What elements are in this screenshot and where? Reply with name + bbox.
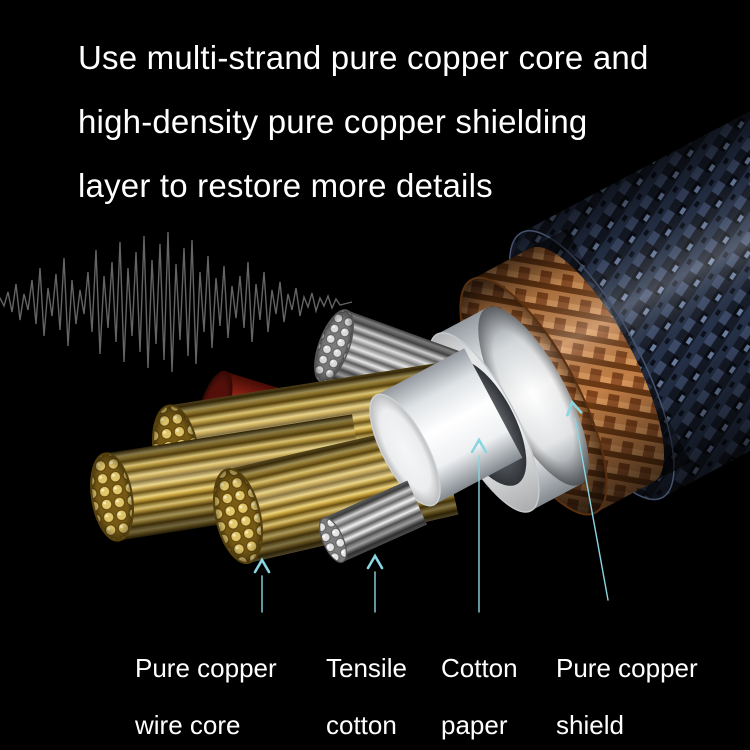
tensile-cotton-strands-bottom <box>319 480 427 563</box>
pointer-arrow-tensile-cotton-icon <box>366 553 384 613</box>
headline-line-1: Use multi-strand pure copper core and <box>78 39 649 76</box>
inner-insulation-core <box>369 348 523 507</box>
pointer-arrow-wire-core-icon <box>253 557 271 613</box>
sound-wave-icon <box>0 231 353 373</box>
headline: Use multi-strand pure copper core and hi… <box>78 26 649 218</box>
label-line: Pure copper <box>556 653 698 683</box>
pointer-arrow-cotton-paper-icon <box>470 437 488 613</box>
label-cotton-paper: Cotton paper <box>441 640 518 750</box>
label-tensile-cotton: Tensile cotton <box>326 640 407 750</box>
label-pure-copper-shield: Pure copper shield <box>556 640 698 750</box>
label-line: wire core <box>135 710 241 740</box>
label-line: shield <box>556 710 624 740</box>
headline-line-3: layer to restore more details <box>78 167 493 204</box>
label-line: Pure copper <box>135 653 277 683</box>
pointer-arrow-copper-shield-icon <box>566 399 609 601</box>
headline-line-2: high-density pure copper shielding <box>78 103 588 140</box>
label-pure-copper-wire-core: Pure copper wire core <box>135 640 277 750</box>
label-line: cotton <box>326 710 397 740</box>
label-line: Tensile <box>326 653 407 683</box>
label-line: Cotton <box>441 653 518 683</box>
label-line: paper <box>441 710 508 740</box>
